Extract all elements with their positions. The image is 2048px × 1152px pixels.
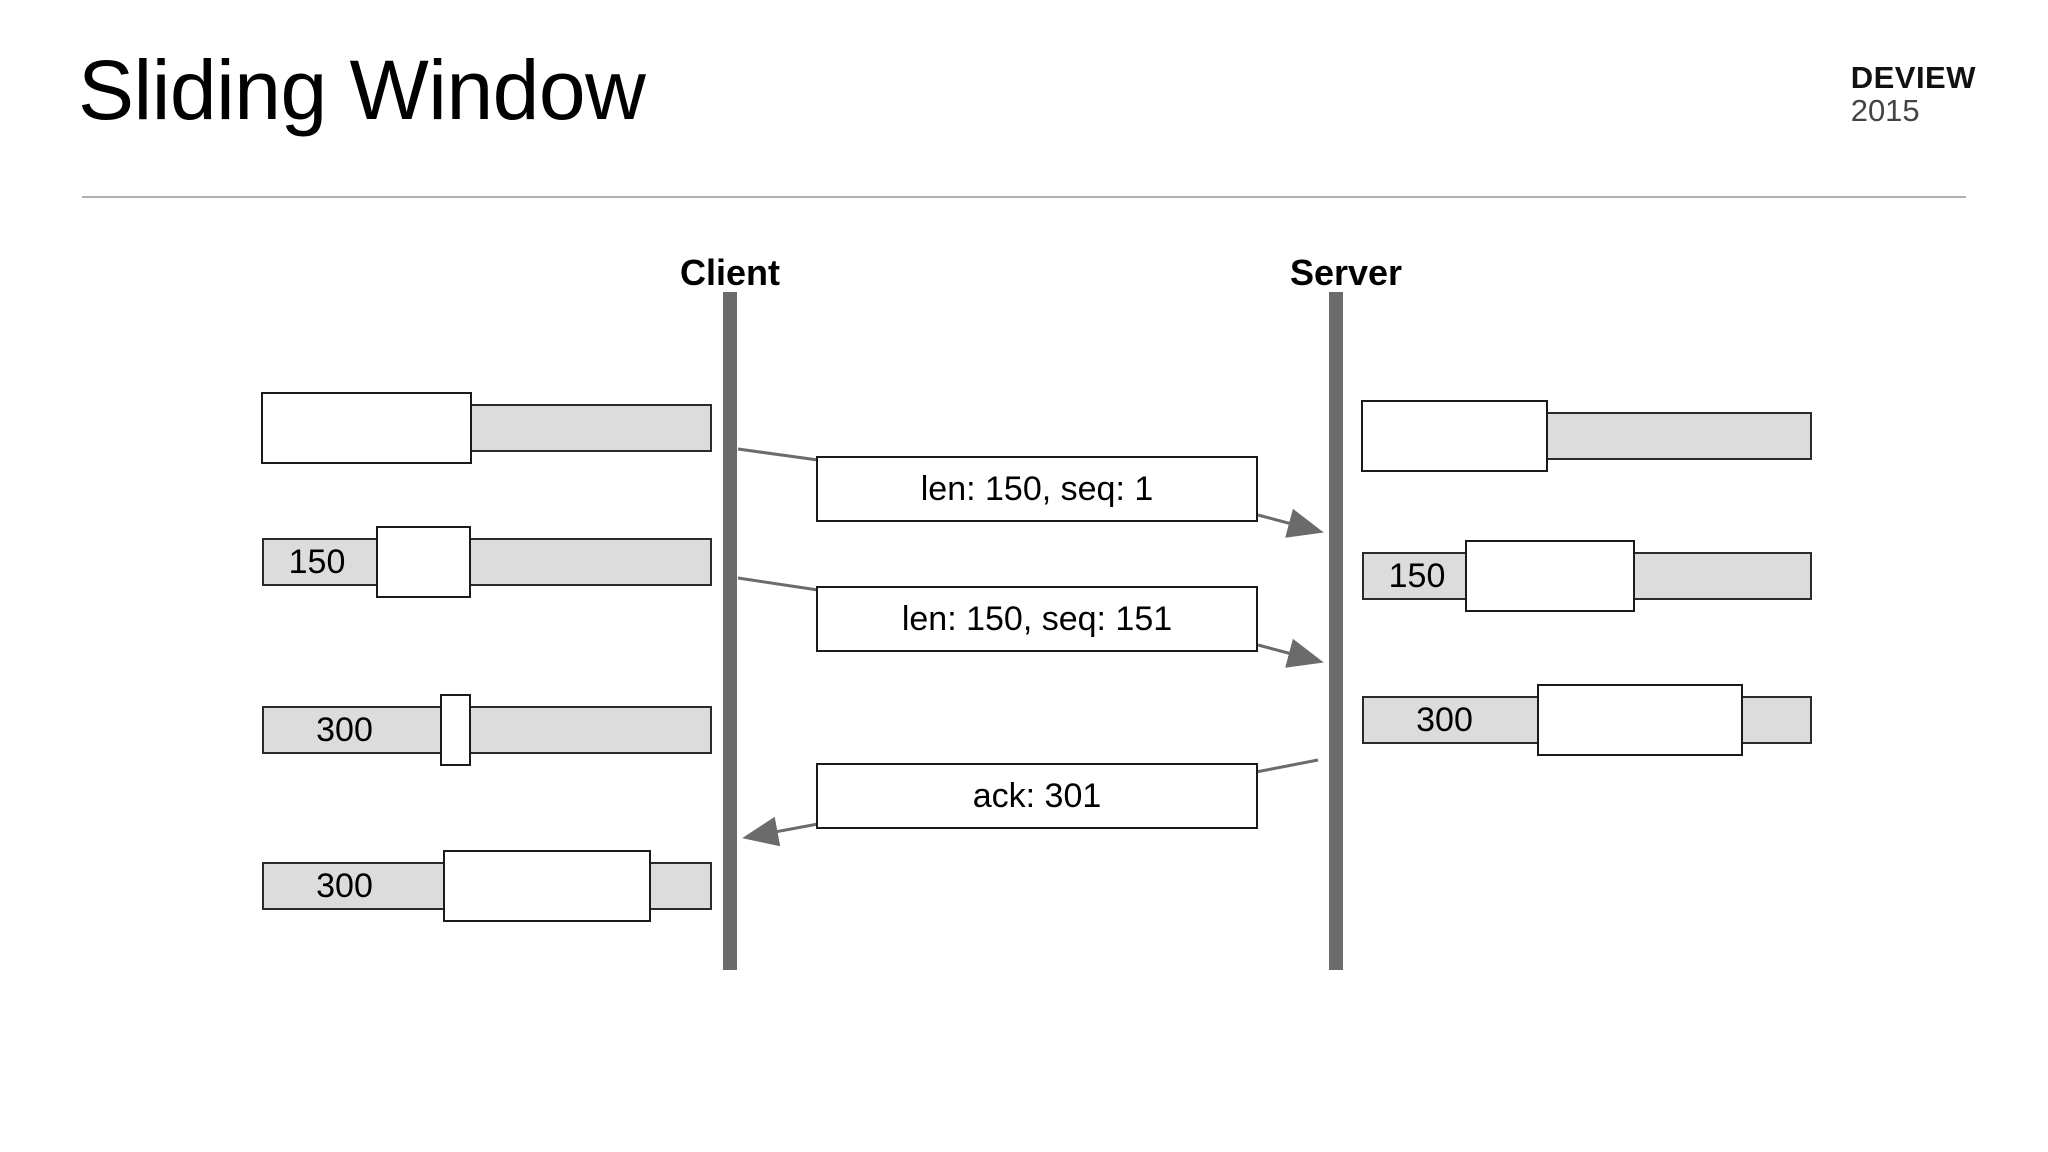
window-base <box>262 706 712 754</box>
send-window-box <box>440 694 471 766</box>
connector-msg2-end-arrow <box>1257 638 1324 668</box>
lifeline-server <box>1329 292 1343 970</box>
lifeline-client <box>723 292 737 970</box>
brand-name: DEVIEW <box>1850 60 1976 95</box>
header-divider <box>82 196 1966 198</box>
message-box-data-segment-1: len: 150, seq: 1 <box>816 456 1258 522</box>
message-box-acknowledgement: ack: 301 <box>816 763 1258 829</box>
receive-window-box <box>1465 540 1635 612</box>
send-window-box <box>261 392 472 464</box>
connector-msg2-start <box>737 576 819 592</box>
window-size-label: 300 <box>316 867 373 905</box>
window-size-label: 300 <box>1416 701 1473 739</box>
connector-msg3-start <box>1255 758 1319 774</box>
actor-label-client: Client <box>679 252 781 293</box>
window-size-label: 150 <box>288 543 346 581</box>
page-title: Sliding Window <box>78 43 646 137</box>
actor-label-server: Server <box>1289 252 1403 293</box>
receive-window-box <box>1537 684 1743 756</box>
send-window-box <box>376 526 471 598</box>
connector-msg3-end-arrow <box>742 816 819 847</box>
message-box-data-segment-2: len: 150, seq: 151 <box>816 586 1258 652</box>
connector-msg1-end-arrow <box>1257 508 1324 538</box>
send-window-box <box>443 850 651 922</box>
deview-logo: DEVIEW 2015 <box>1850 60 1976 128</box>
window-size-label: 300 <box>316 711 373 749</box>
window-base <box>262 538 712 586</box>
brand-year: 2015 <box>1850 92 1920 128</box>
window-size-label: 150 <box>1388 557 1446 595</box>
receive-window-box <box>1361 400 1548 472</box>
connector-msg1-start <box>737 447 819 462</box>
